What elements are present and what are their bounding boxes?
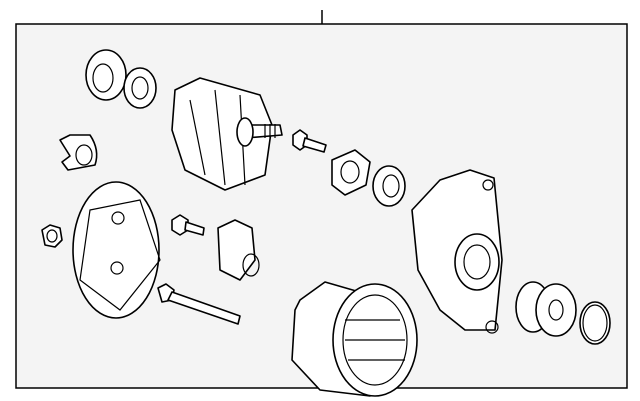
rear-cover[interactable]	[72, 181, 161, 319]
o-ring[interactable]	[579, 301, 611, 345]
front-bearing[interactable]	[372, 165, 406, 207]
bearing-retainer[interactable]	[331, 149, 371, 196]
front-housing[interactable]	[411, 169, 503, 334]
seal-cap[interactable]	[85, 49, 127, 101]
nut[interactable]	[41, 224, 63, 248]
brush-cover[interactable]	[59, 134, 98, 171]
rotor[interactable]	[171, 77, 283, 191]
through-bolt[interactable]	[157, 283, 241, 325]
rear-frame-bolt[interactable]	[171, 214, 205, 236]
pulley[interactable]	[515, 281, 577, 337]
stator[interactable]	[291, 281, 418, 397]
rear-bearing[interactable]	[123, 67, 157, 109]
brush-holder[interactable]	[217, 219, 260, 281]
rotor-bolt[interactable]	[292, 129, 327, 153]
